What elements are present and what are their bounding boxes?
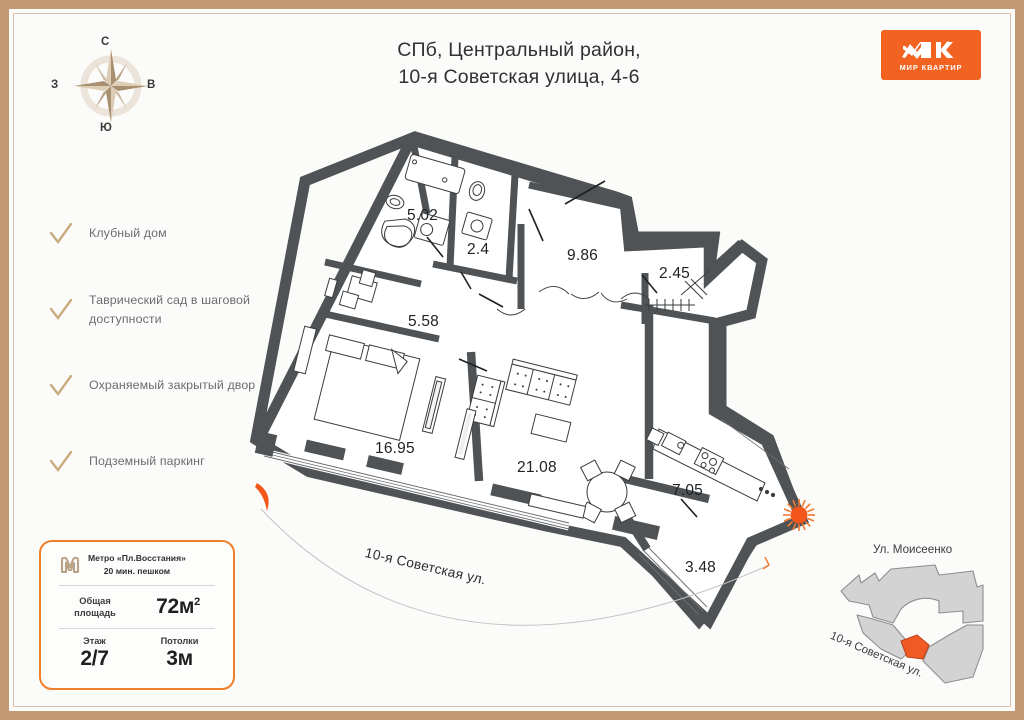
bathroom-fixtures [381, 153, 466, 248]
floor-plan-drawing [249, 131, 815, 630]
window-band-south [254, 431, 660, 540]
metro-station-name: Метро «Пл.Восстания» [88, 553, 186, 563]
kitchen-fixtures [645, 427, 776, 502]
room-area-hallway: 9.86 [567, 247, 598, 264]
floor-ceiling-row: Этаж 2/7 Потолки 3м [52, 629, 222, 671]
compass-label-east: В [147, 79, 156, 91]
check-icon [49, 451, 73, 473]
total-area-label: Общая площадь [74, 595, 116, 620]
feature-list: Клубный дом Таврический сад в шаговой до… [49, 214, 264, 518]
brand-logo[interactable]: МИР КВАРТИР [881, 30, 981, 80]
interior-walls [324, 140, 716, 552]
minimap-svg [840, 564, 984, 684]
page-title-line1: СПб, Центральный район, [397, 39, 641, 61]
total-area-number: 72м [156, 595, 195, 619]
ceiling-caption: Потолки [160, 636, 199, 646]
toilet-fixtures [461, 181, 493, 241]
total-area-label-line2: площадь [74, 608, 116, 619]
crescent-icon [255, 483, 269, 511]
window-band-east [720, 418, 790, 470]
brand-logo-text: МИР КВАРТИР [899, 63, 963, 72]
study-furniture [324, 268, 378, 310]
ceiling-value: 3м [166, 647, 193, 670]
minimap-street-top: Ул. Моисеенко [873, 543, 953, 556]
compass-label-south: Ю [100, 122, 112, 134]
summary-card: Метро «Пл.Восстания» 20 мин. пешком Обща… [39, 540, 235, 690]
compass-icon [74, 49, 148, 123]
feature-label: Охраняемый закрытый двор [89, 378, 256, 393]
door-leader-lines [426, 180, 698, 518]
check-icon [49, 375, 73, 397]
room-area-toilet: 2.4 [467, 241, 490, 258]
compass-rose: С В Ю З [51, 31, 171, 141]
floor-caption: Этаж [83, 636, 106, 646]
ceiling-cell: Потолки 3м [137, 636, 222, 671]
feature-item: Таврический сад в шаговой доступности [49, 290, 264, 330]
total-area-value: 72м2 [156, 595, 200, 619]
living-room-furniture [454, 358, 637, 524]
check-icon [49, 299, 73, 321]
bedroom-furniture [293, 325, 447, 442]
feature-label: Клубный дом [89, 226, 167, 241]
floor-value: 2/7 [80, 647, 109, 670]
window-band-balcony [638, 545, 708, 616]
door-swings [496, 286, 650, 316]
mk-logo-icon [902, 41, 954, 59]
metro-row: Метро «Пл.Восстания» 20 мин. пешком [52, 550, 222, 585]
compass-label-north: С [101, 36, 110, 48]
total-area-row: Общая площадь 72м2 [52, 586, 222, 628]
check-icon [49, 223, 73, 245]
poster-canvas: СПб, Центральный район, 10-я Советская у… [9, 9, 1015, 711]
room-area-bedroom: 16.95 [375, 440, 415, 457]
location-minimap[interactable]: Ул. Моисеенко 10-я Советская ул. [827, 529, 1007, 704]
page-title: СПб, Центральный район, 10-я Советская у… [309, 37, 729, 91]
page-title-line2: 10-я Советская улица, 4-6 [398, 65, 640, 88]
card-divider [59, 584, 215, 586]
room-area-bathroom: 5.02 [407, 207, 438, 224]
card-divider [59, 628, 215, 629]
room-area-study: 5.58 [408, 313, 439, 330]
metro-walk-time: 20 мин. пешком [103, 566, 171, 577]
total-area-unit: 2 [194, 596, 200, 609]
storage-hatching [645, 270, 710, 311]
feature-item: Клубный дом [49, 214, 264, 254]
room-area-kitchen: 7.05 [672, 482, 703, 499]
sun-icon [783, 499, 815, 531]
metro-text: Метро «Пл.Восстания» 20 мин. пешком [88, 552, 186, 578]
room-area-balcony: 3.48 [685, 559, 716, 576]
feature-label: Подземный паркинг [89, 454, 205, 469]
feature-item: Охраняемый закрытый двор [49, 366, 264, 406]
feature-item: Подземный паркинг [49, 442, 264, 482]
room-area-storage: 2.45 [659, 265, 690, 282]
compass-label-west: З [51, 79, 59, 91]
feature-label: Таврический сад в шаговой доступности [89, 292, 251, 326]
sun-path-arc [260, 508, 770, 626]
floor-cell: Этаж 2/7 [52, 636, 137, 671]
total-area-label-line1: Общая [79, 595, 111, 606]
room-area-living-room: 21.08 [517, 459, 557, 476]
metro-icon [60, 556, 80, 574]
